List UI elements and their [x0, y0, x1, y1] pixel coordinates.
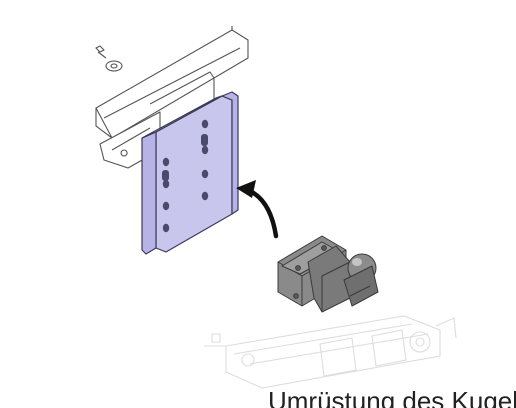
caption-text: Umrüstung des Kugelkopf	[268, 386, 516, 408]
curved-arrow-icon	[236, 180, 279, 239]
ball-coupling-icon	[277, 235, 379, 313]
mounting-plate-icon	[141, 91, 239, 255]
vehicle-chassis-icon	[204, 315, 457, 389]
